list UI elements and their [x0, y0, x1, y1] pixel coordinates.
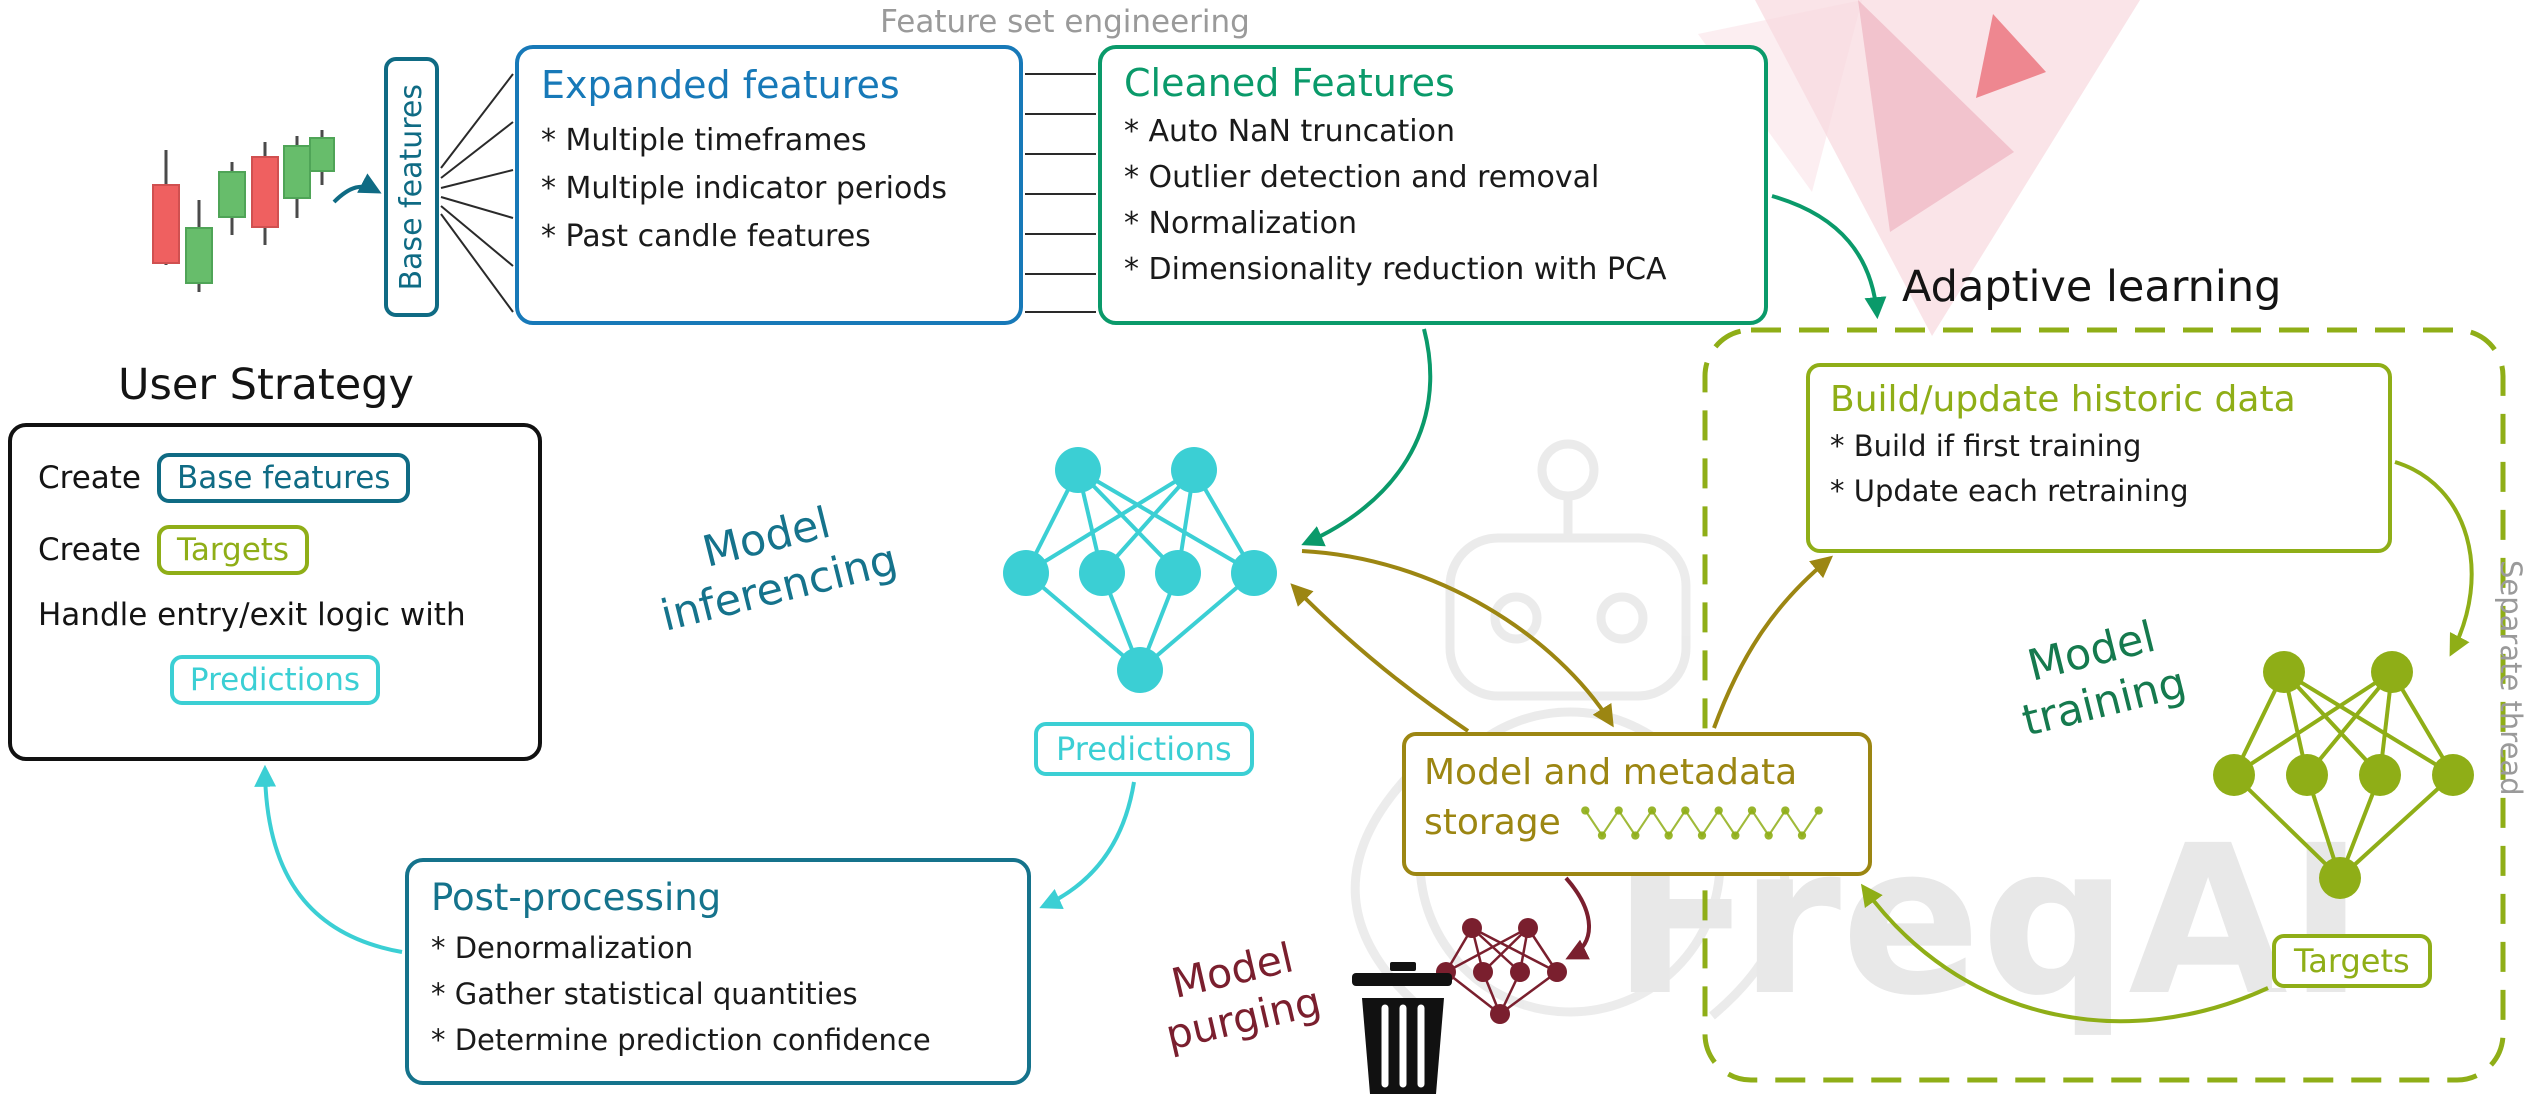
build-update-box: Build/update historic data * Build if fi… [1806, 363, 2392, 553]
post-processing-title: Post-processing [431, 876, 722, 919]
cleaned-features-title: Cleaned Features [1124, 61, 1455, 105]
adaptive-learning-dashed-box [1702, 327, 2506, 1083]
arrow-post-processing-to-user-strategy [254, 764, 403, 954]
arrow-storage-to-network [1290, 583, 1470, 733]
trash-icon [1352, 962, 1452, 1094]
cleaned-features-item: * Dimensionality reduction with PCA [1124, 252, 1667, 287]
storage-title-line2-row: storage [1424, 798, 1850, 848]
adaptive-learning-label: Adaptive learning [1902, 262, 2282, 312]
arrow-storage-to-purging [1564, 876, 1591, 960]
user-strategy-row: Handle entry/exit logic with [38, 597, 512, 633]
storage-title-line1: Model and metadata [1424, 752, 1798, 793]
post-processing-item: * Denormalization [431, 931, 694, 965]
pink-ribbon-watermark [1698, 0, 2140, 336]
expanded-to-cleaned-connectors [1025, 73, 1096, 313]
model-storage-box: Model and metadata storage [1402, 732, 1872, 876]
arrow-network-to-storage [1301, 549, 1614, 728]
arrow-cleaned-to-adaptive-learning [1771, 194, 1887, 320]
create-label: Create [38, 460, 142, 496]
expanded-features-item: * Multiple timeframes [541, 123, 867, 158]
cleaned-features-item: * Outlier detection and removal [1124, 160, 1600, 195]
entry-exit-label: Handle entry/exit logic with [38, 597, 466, 633]
base-to-expanded-connectors [440, 73, 514, 313]
arrow-targets-to-storage [1860, 883, 2269, 1024]
arrow-build-update-to-training-network [2394, 460, 2474, 657]
storage-network-icon [1580, 806, 1823, 840]
expanded-features-item: * Past candle features [541, 219, 871, 254]
cleaned-features-box: Cleaned Features * Auto NaN truncation *… [1098, 45, 1768, 325]
training-neural-network-icon [2213, 651, 2474, 899]
build-update-item: * Update each retraining [1830, 474, 2189, 508]
create-label: Create [38, 532, 142, 568]
arrow-predictions-to-post-processing [1039, 781, 1136, 909]
targets-chip: Targets [157, 525, 310, 575]
expanded-features-item: * Multiple indicator periods [541, 171, 948, 206]
post-processing-item: * Determine prediction confidence [431, 1023, 931, 1057]
base-features-chip: Base features [157, 453, 411, 503]
arrow-storage-to-build-update [1712, 555, 1834, 729]
build-update-item: * Build if first training [1830, 429, 2142, 463]
feature-set-engineering-label: Feature set engineering [880, 4, 1250, 40]
separate-thread-label: Separate thread [2494, 560, 2528, 796]
cleaned-features-item: * Normalization [1124, 206, 1358, 241]
predictions-output-chip: Predictions [1034, 722, 1254, 776]
expanded-features-box: Expanded features * Multiple timeframes … [515, 45, 1023, 325]
cleaned-features-item: * Auto NaN truncation [1124, 114, 1455, 149]
post-processing-item: * Gather statistical quantities [431, 977, 858, 1011]
user-strategy-row: Create Base features [38, 453, 512, 503]
targets-output-chip: Targets [2272, 934, 2432, 988]
predictions-chip: Predictions [169, 655, 381, 705]
storage-title-line2: storage [1424, 802, 1561, 843]
build-update-title: Build/update historic data [1830, 379, 2296, 420]
base-features-title: Base features [394, 83, 429, 291]
candlestick-chart-icon [152, 130, 335, 292]
user-strategy-box: Create Base features Create Targets Hand… [8, 423, 542, 761]
user-strategy-title: User Strategy [118, 360, 414, 410]
post-processing-box: Post-processing * Denormalization * Gath… [405, 858, 1031, 1085]
purged-neural-network-icon [1436, 918, 1567, 1024]
expanded-features-title: Expanded features [541, 63, 900, 107]
base-features-box: Base features [384, 57, 439, 317]
inference-neural-network-icon [1003, 447, 1277, 693]
arrow-candles-to-base-features [332, 173, 382, 204]
user-strategy-row: Predictions [38, 655, 512, 705]
user-strategy-row: Create Targets [38, 525, 512, 575]
arrow-cleaned-to-inference-network [1301, 328, 1433, 547]
